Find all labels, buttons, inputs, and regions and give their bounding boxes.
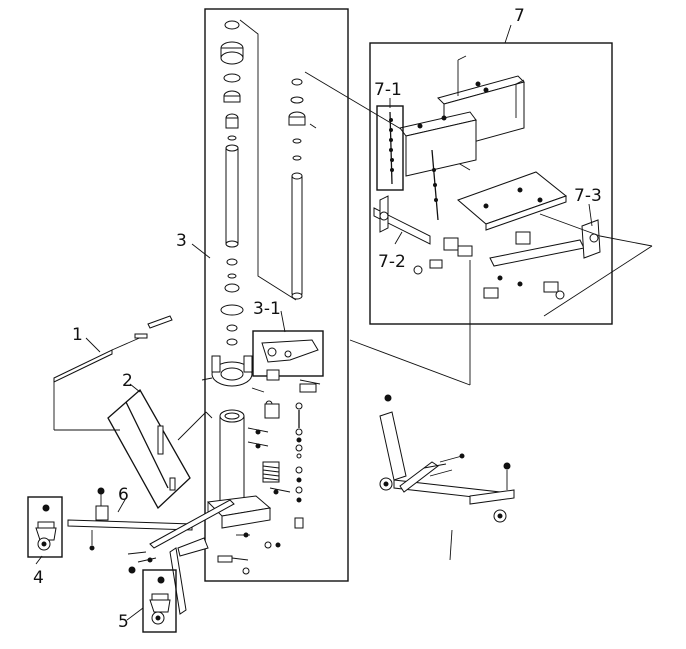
pump-components [217,369,321,575]
column-assembly-box [204,8,349,582]
saddle-right-arm [483,213,653,317]
saddle-top-rails [399,55,525,177]
callout-label-chain-set: 7-1 [374,80,402,100]
assembled-frame [379,394,515,523]
inner-ram-stack [288,78,317,300]
caster-rear [142,569,177,633]
callout-label-caster-front: 4 [33,568,44,588]
callout-label-caster-rear: 5 [118,612,129,632]
leader-lines [35,24,593,621]
main-cylinder [206,409,272,529]
pump-unit-box [252,330,324,377]
callout-label-column-assembly: 3 [176,231,187,251]
assembly-guide-lines [239,19,471,561]
callout-label-left-arm: 7-2 [378,252,406,272]
saddle-plate [457,171,568,231]
saddle-assembly-box [369,42,613,325]
saddle-left-arm [373,195,473,275]
caster-front [27,496,63,558]
column-collar [201,355,273,408]
callout-label-base-frame: 6 [118,485,129,505]
callout-label-right-arm: 7-3 [574,186,602,206]
callout-label-saddle-assembly: 7 [514,6,525,26]
callout-label-handle: 2 [122,371,133,391]
callout-label-pump-unit: 3-1 [253,299,281,319]
tie-bar [53,315,173,431]
handle-assembly [107,388,213,510]
pump-lever [261,339,319,363]
main-ram-stack [220,20,244,346]
base-frame [67,487,235,615]
callout-label-tie-bar: 1 [72,325,83,345]
